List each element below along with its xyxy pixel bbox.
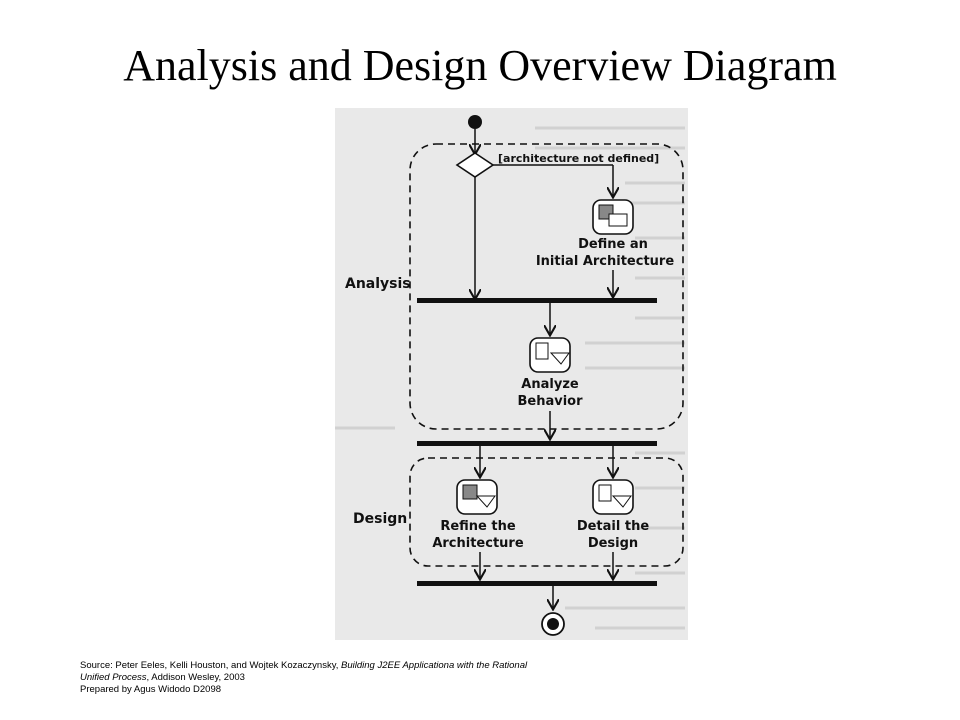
define-label-line1: Define an [578,237,648,252]
scanned-diagram: Analysis Design [architecture not define… [335,108,688,640]
decision-diamond [455,152,495,178]
detail-label-line1: Detail the [577,519,650,534]
analysis-swimlane [409,143,684,430]
sync-bar-3 [417,581,657,586]
refine-label-line2: Architecture [432,536,524,551]
analyze-label-line1: Analyze [521,377,579,392]
citation-line-1: Source: Peter Eeles, Kelli Houston, and … [80,660,528,671]
scan-texture [335,126,685,630]
design-swimlane [409,457,684,567]
prepared-by: Prepared by Agus Widodo D2098 [80,684,222,695]
citation-line-2: Unified Process, Addison Wesley, 2003 [80,672,245,683]
detail-label-line2: Design [588,536,638,551]
guard-label: [architecture not defined] [498,152,659,165]
end-node [541,612,565,636]
define-label-line2: Initial Architecture [536,254,674,269]
analysis-lane-label: Analysis [345,276,411,292]
analyze-label-line2: Behavior [517,394,583,409]
refine-label-line1: Refine the [440,519,516,534]
design-lane-label: Design [353,511,407,527]
source-citation: Source: Peter Eeles, Kelli Houston, and … [80,660,700,696]
start-node [468,115,482,129]
analyze-behavior-icon [529,337,571,373]
sync-bar-1 [417,298,657,303]
sync-bar-2 [417,441,657,446]
refine-architecture-icon [456,479,498,515]
page-title: Analysis and Design Overview Diagram [123,41,837,90]
define-architecture-icon [592,199,634,235]
detail-design-icon [592,479,634,515]
